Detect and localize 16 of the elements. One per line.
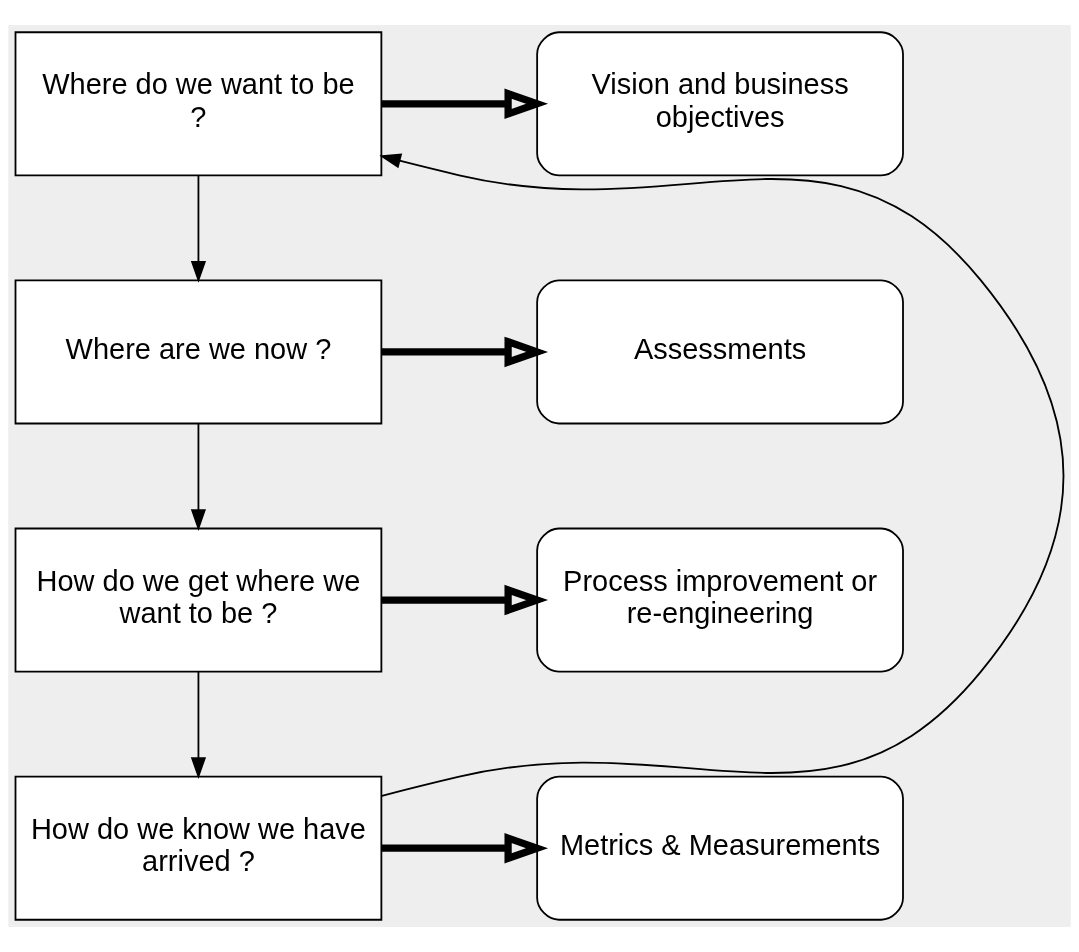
- node-box: Vision and business objectives: [536, 31, 904, 177]
- arrow: [381, 336, 549, 368]
- node-box: Process improvement or re-engineering: [536, 527, 904, 673]
- arrow: [190, 671, 207, 780]
- arrow: [379, 153, 1065, 797]
- arrow: [381, 584, 549, 616]
- node-box: Metrics & Measurements: [536, 775, 904, 921]
- node-box: Where do we want to be ?: [14, 31, 383, 177]
- arrow: [381, 88, 549, 120]
- arrow: [381, 832, 549, 864]
- node-box: Where are we now ?: [14, 279, 383, 425]
- node-box: Assessments: [536, 279, 904, 425]
- node-box: How do we get where we want to be ?: [14, 527, 383, 673]
- arrow: [190, 422, 207, 531]
- node-box: How do we know we have arrived ?: [14, 775, 383, 921]
- arrow: [190, 174, 207, 283]
